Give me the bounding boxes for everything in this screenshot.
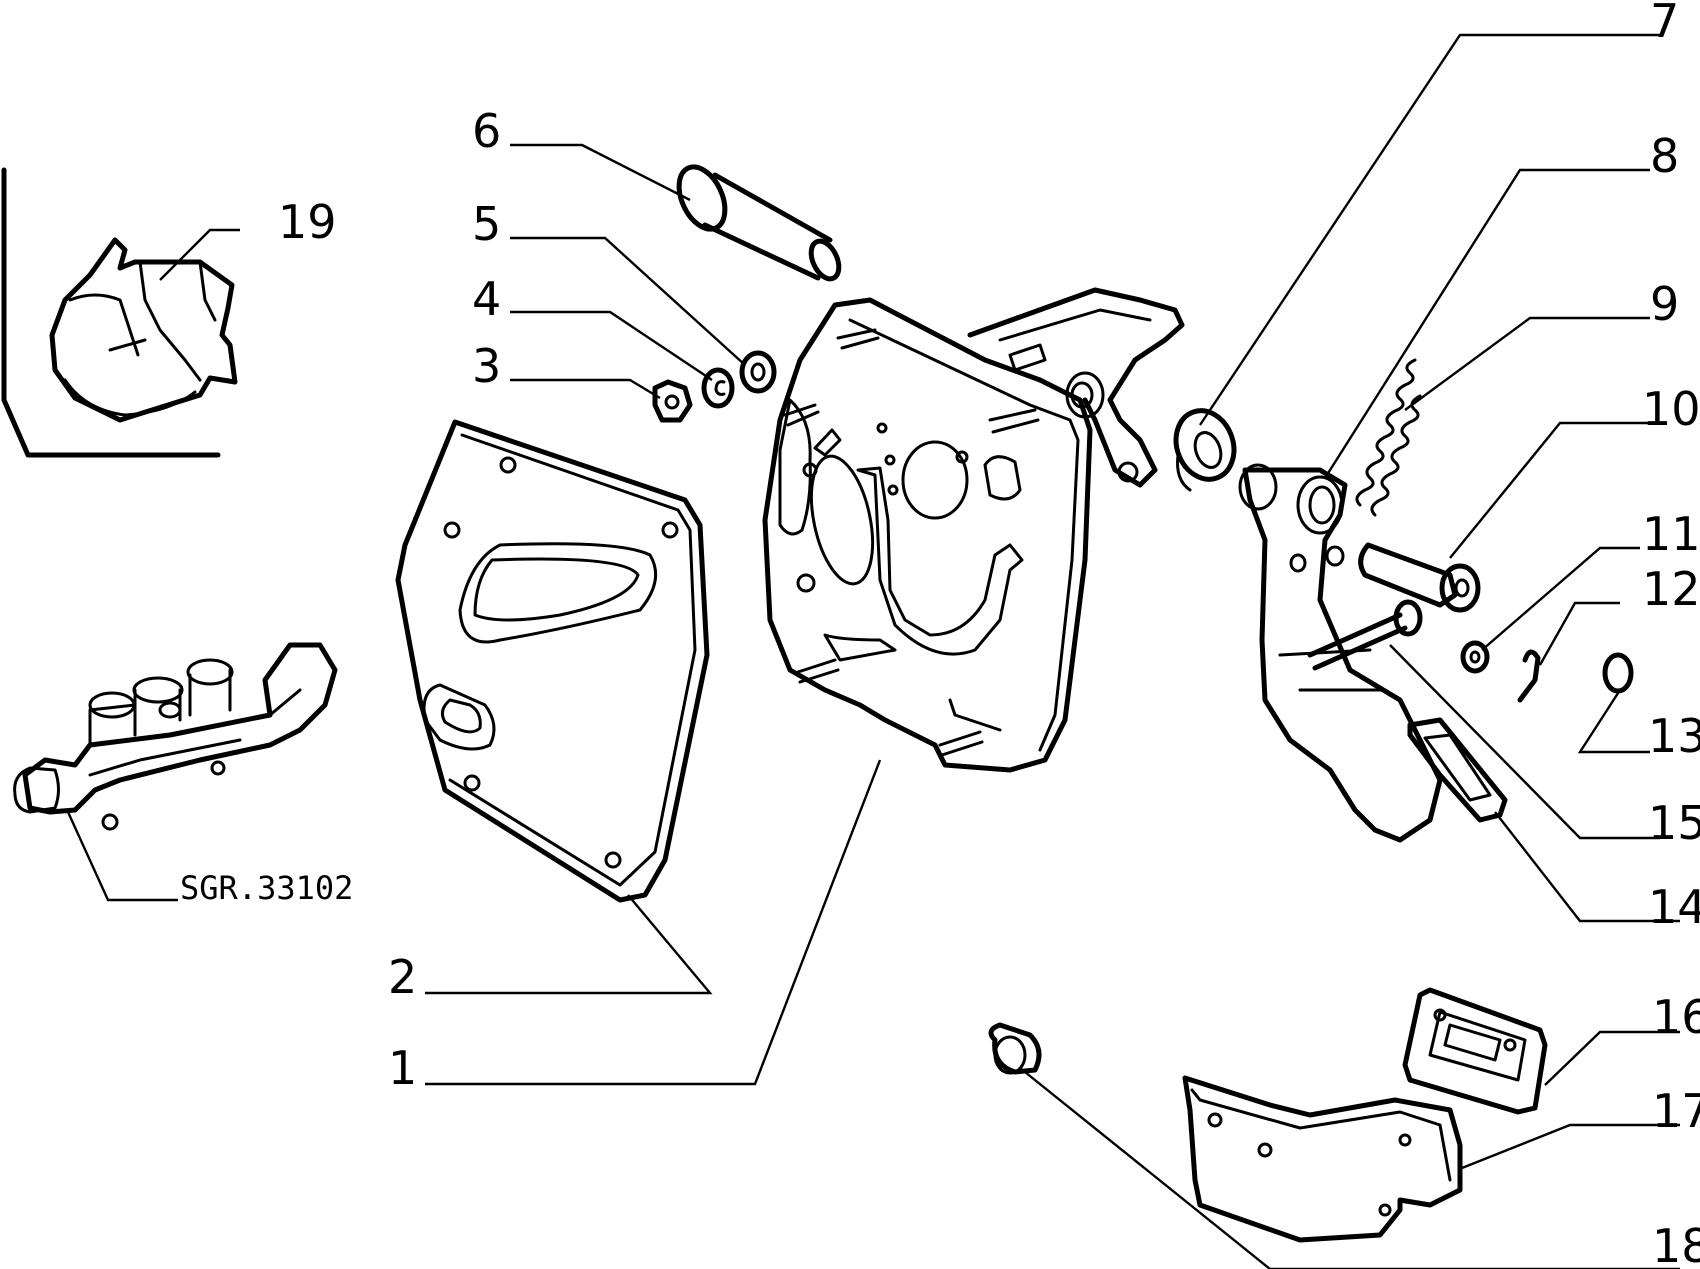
part-10-sleeve [1358,542,1481,613]
part-15-pin [1307,599,1423,671]
callout-9: 9 [1650,277,1679,331]
callout-12: 12 [1642,562,1700,616]
callout-16: 16 [1652,990,1700,1044]
part-1-bracket [762,297,1093,773]
part-9-spring [1355,358,1422,517]
callout-11: 11 [1642,507,1700,561]
callout-17: 17 [1652,1084,1700,1138]
part-5-washer [739,350,777,394]
part-19-clip [49,237,238,423]
callout-5: 5 [472,197,501,251]
callout-10: 10 [1642,382,1700,436]
callout-4: 4 [472,272,501,326]
callout-6: 6 [472,104,501,158]
part-14-pedal-pad [1407,717,1508,823]
callout-15: 15 [1648,796,1700,850]
mounting-flange [967,287,1185,488]
part-13-clip [1602,652,1634,694]
part-6-pin [676,164,842,282]
callout-18: 18 [1652,1219,1700,1269]
part-7-bushing [1173,408,1237,492]
callout-7: 7 [1650,0,1679,48]
callout-19: 19 [278,195,337,249]
callout-13: 13 [1648,709,1700,763]
part-11-washer [1460,640,1490,674]
callout-2: 2 [388,950,417,1004]
leader-lines [66,33,1680,1269]
part-3-nut [652,379,693,423]
part-4-washer [701,367,735,409]
master-cylinder [13,642,338,831]
part-12-split-pin [1517,649,1541,703]
callout-8: 8 [1650,129,1679,183]
part-16-pad [1402,987,1548,1115]
part-17-bracket [1182,1075,1463,1243]
part-8-pedal [1238,463,1443,843]
callout-14: 14 [1648,880,1700,934]
callout-labels: 19 6 5 4 3 2 1 7 8 9 10 11 12 13 15 14 1… [180,0,1700,1269]
callout-3: 3 [472,339,501,393]
callout-1: 1 [388,1041,417,1095]
part-2-gasket [395,419,710,903]
inset-frame [1,167,221,458]
part-18-buffer [988,1022,1042,1075]
reference-code: SGR.33102 [180,869,353,907]
